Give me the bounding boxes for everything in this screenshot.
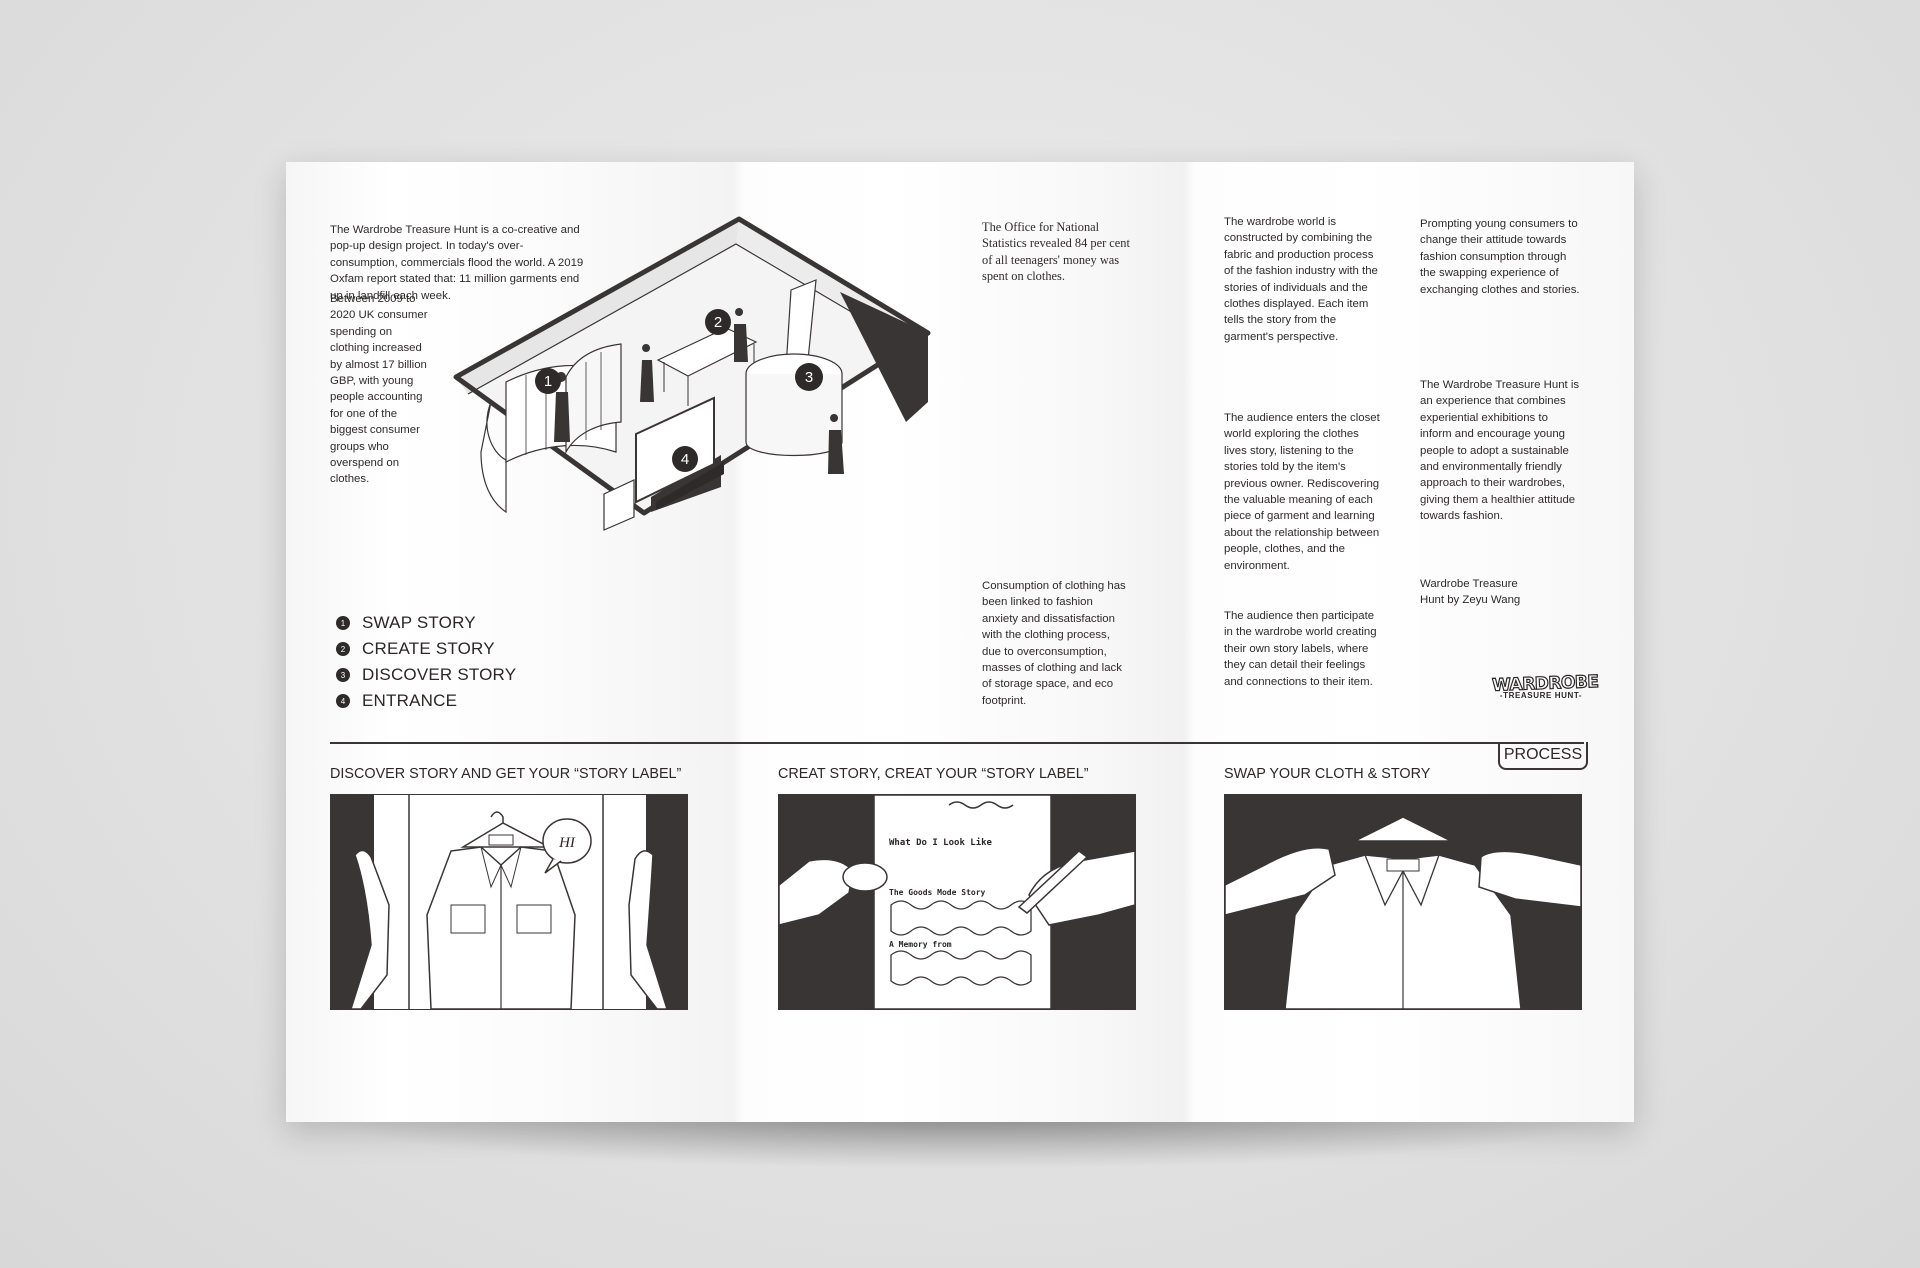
experience-paragraph: The Wardrobe Treasure Hunt is an experie… xyxy=(1420,379,1580,523)
prompting-paragraph: Prompting young consumers to change thei… xyxy=(1420,218,1580,296)
process-tab: PROCESS xyxy=(1498,742,1588,770)
discover-story-panel: HI xyxy=(330,794,688,1010)
legend-bullet: 3 xyxy=(336,668,350,682)
speech-bubble-text: HI xyxy=(558,835,576,851)
marker-2-badge xyxy=(705,309,731,335)
legend-label: ENTRANCE xyxy=(362,691,458,710)
swap-story-panel xyxy=(1224,794,1582,1010)
swap-story-illustration xyxy=(1225,795,1581,1009)
card-line-3: A Memory from xyxy=(889,940,952,949)
card-line-1: What Do I Look Like xyxy=(889,837,993,848)
spending-paragraph: Between 2009 to 2020 UK consumer spendin… xyxy=(330,293,428,486)
logo-sub-text: -TREASURE HUNT- xyxy=(1499,691,1583,700)
section-divider xyxy=(330,742,1584,744)
legend-bullet: 4 xyxy=(336,694,350,708)
wardrobe-world-paragraph: The wardrobe world is constructed by com… xyxy=(1224,216,1378,343)
consumption-paragraph: Consumption of clothing has been linked … xyxy=(982,580,1126,707)
legend-label: SWAP STORY xyxy=(362,613,476,632)
create-story-illustration: What Do I Look Like The Goods Mode Story… xyxy=(779,795,1135,1009)
legend-item: 3 DISCOVER STORY xyxy=(336,662,516,688)
floorplan-illustration: 1 2 3 4 xyxy=(453,216,931,531)
panel-2-title: CREAT STORY, CREAT YOUR “STORY LABEL” xyxy=(778,766,1089,782)
marker-4-label: 4 xyxy=(681,451,689,468)
brochure-sheet: The Wardrobe Treasure Hunt is a co-creat… xyxy=(286,162,1634,1122)
wardrobe-logo: WARDROBE -TREASURE HUNT- xyxy=(1491,671,1599,700)
audience-participate-paragraph: The audience then participate in the war… xyxy=(1224,610,1377,688)
panel-3-title: SWAP YOUR CLOTH & STORY xyxy=(1224,766,1431,782)
marker-1-badge xyxy=(535,368,561,394)
legend-item: 2 CREATE STORY xyxy=(336,636,516,662)
marker-3-badge xyxy=(795,363,823,391)
legend-label: CREATE STORY xyxy=(362,639,495,658)
intro-paragraph: The Wardrobe Treasure Hunt is a co-creat… xyxy=(330,224,584,302)
audience-enters-paragraph: The audience enters the closet world exp… xyxy=(1224,412,1380,572)
card-line-2: The Goods Mode Story xyxy=(889,888,986,897)
legend-label: DISCOVER STORY xyxy=(362,665,517,684)
credit-text: Wardrobe Treasure Hunt by Zeyu Wang xyxy=(1420,578,1521,607)
marker-1-label: 1 xyxy=(544,373,552,390)
legend-item: 1 SWAP STORY xyxy=(336,610,516,636)
discover-story-illustration: HI xyxy=(331,795,687,1009)
logo-main-text: WARDROBE xyxy=(1491,671,1599,696)
legend-item: 4 ENTRANCE xyxy=(336,688,516,714)
panel-1-title: DISCOVER STORY AND GET YOUR “STORY LABEL… xyxy=(330,766,682,782)
floorplan-legend: 1 SWAP STORY 2 CREATE STORY 3 DISCOVER S… xyxy=(336,610,516,714)
marker-4-badge xyxy=(672,446,698,472)
legend-bullet: 2 xyxy=(336,642,350,656)
create-story-panel: What Do I Look Like The Goods Mode Story… xyxy=(778,794,1136,1010)
marker-3-label: 3 xyxy=(805,369,813,386)
marker-2-label: 2 xyxy=(714,314,722,331)
legend-bullet: 1 xyxy=(336,616,350,630)
office-paragraph: The Office for National Statistics revea… xyxy=(982,220,1130,284)
